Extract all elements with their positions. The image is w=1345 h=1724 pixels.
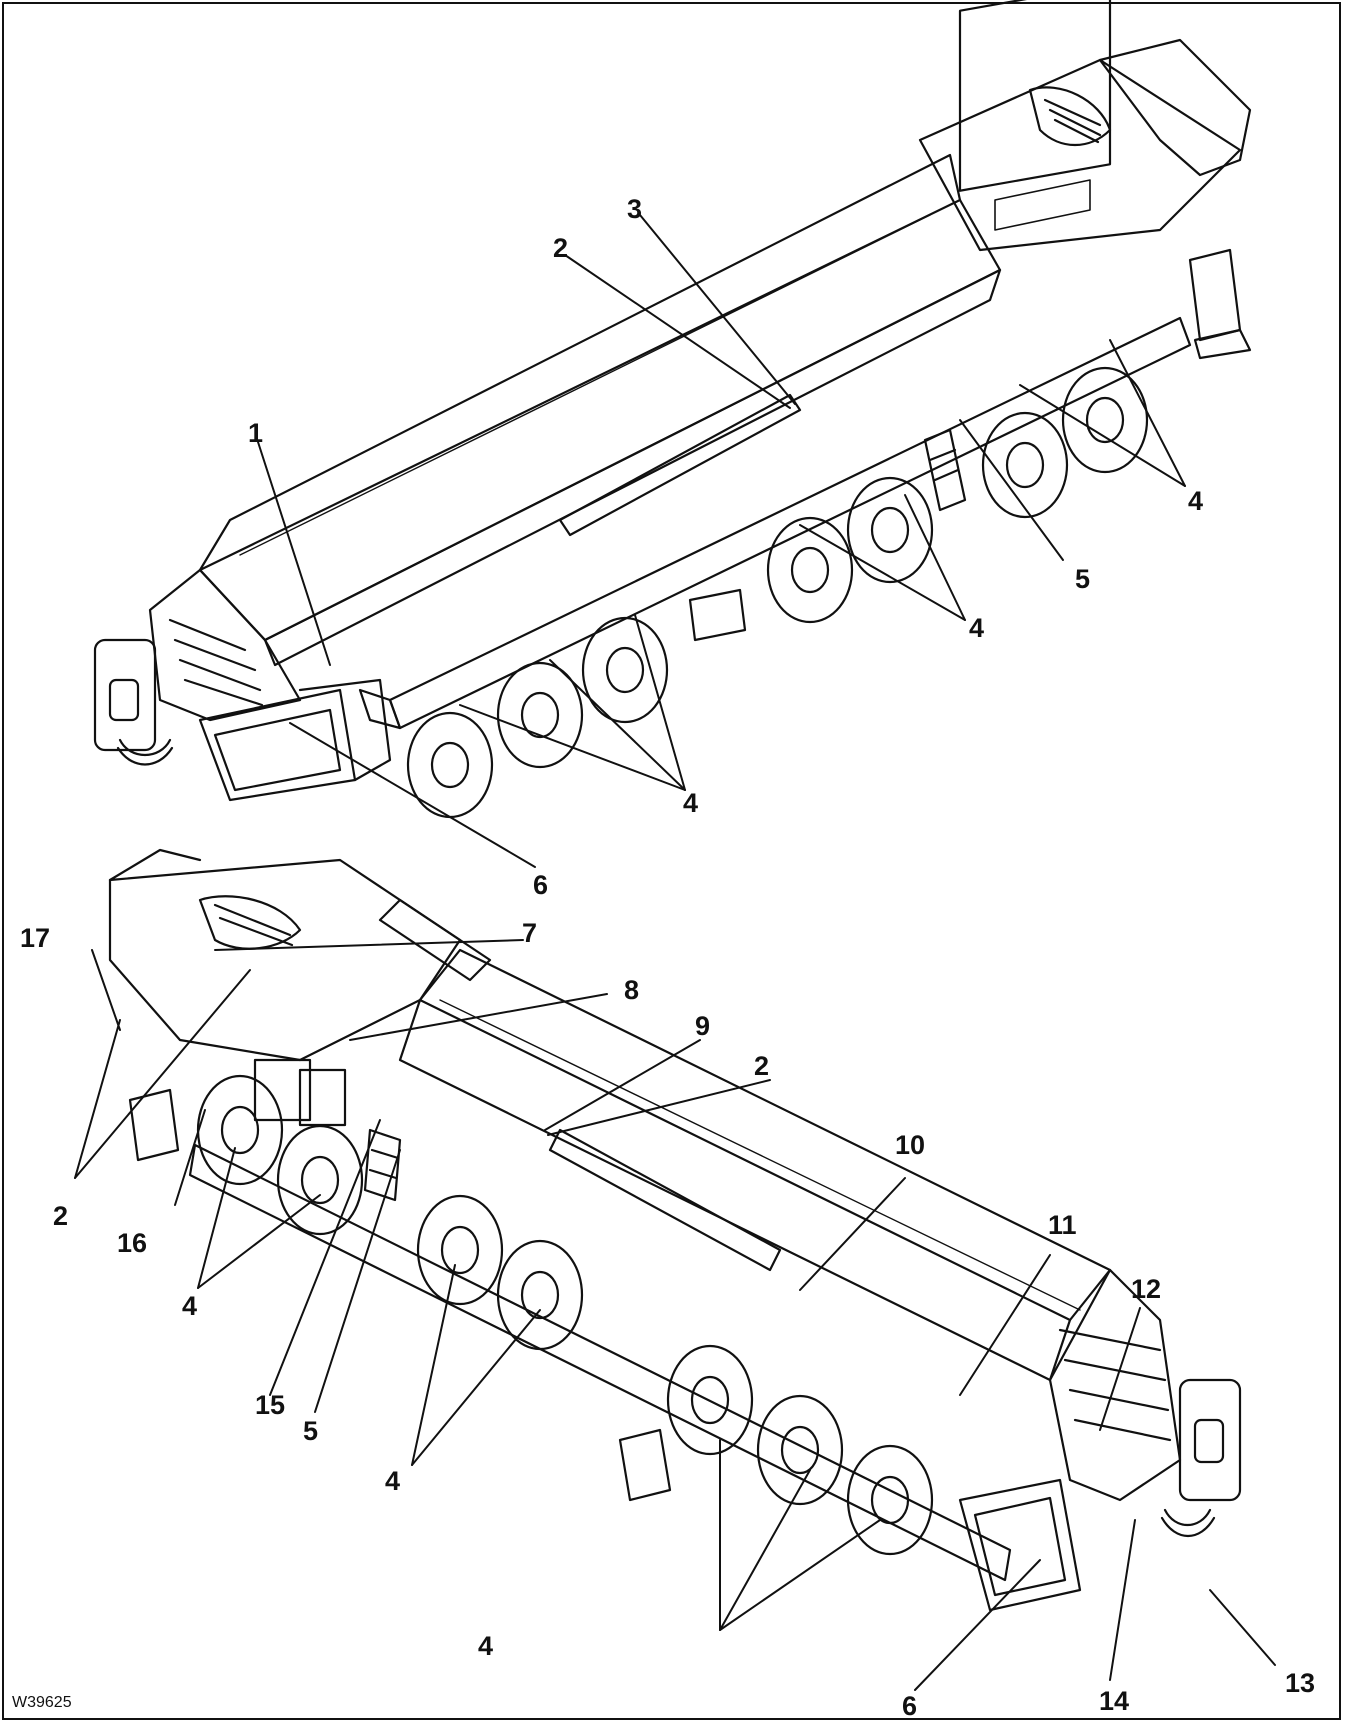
callout-13: 13 <box>1285 1668 1316 1698</box>
callout-7: 7 <box>522 918 538 948</box>
upper-crane-view <box>93 0 1252 819</box>
callout-2: 2 <box>53 1201 69 1231</box>
callout-4: 4 <box>683 788 699 818</box>
callout-4: 4 <box>385 1466 401 1496</box>
callout-17: 17 <box>20 923 51 953</box>
upper-wheels <box>406 366 1149 819</box>
callout-4: 4 <box>969 613 985 643</box>
callout-6: 6 <box>533 870 549 900</box>
callout-1: 1 <box>248 418 264 448</box>
drawing-code: W39625 <box>12 1694 72 1711</box>
lower-wheels <box>196 1074 934 1556</box>
callout-5: 5 <box>303 1416 319 1446</box>
callout-15: 15 <box>255 1390 286 1420</box>
lower-crane-view <box>108 848 1242 1612</box>
callout-12: 12 <box>1131 1274 1162 1304</box>
callout-4: 4 <box>478 1631 494 1661</box>
callout-16: 16 <box>117 1228 148 1258</box>
callout-3: 3 <box>627 194 643 224</box>
callout-11: 11 <box>1048 1210 1077 1240</box>
callout-4: 4 <box>182 1291 198 1321</box>
callout-4: 4 <box>1188 486 1204 516</box>
callout-2: 2 <box>754 1051 770 1081</box>
callout-10: 10 <box>895 1130 926 1160</box>
callout-8: 8 <box>624 975 640 1005</box>
callout-14: 14 <box>1099 1686 1130 1716</box>
callout-2: 2 <box>553 233 569 263</box>
callout-6: 6 <box>902 1691 918 1721</box>
leader-lines <box>74 214 1276 1691</box>
callout-5: 5 <box>1075 564 1091 594</box>
callout-9: 9 <box>695 1011 711 1041</box>
